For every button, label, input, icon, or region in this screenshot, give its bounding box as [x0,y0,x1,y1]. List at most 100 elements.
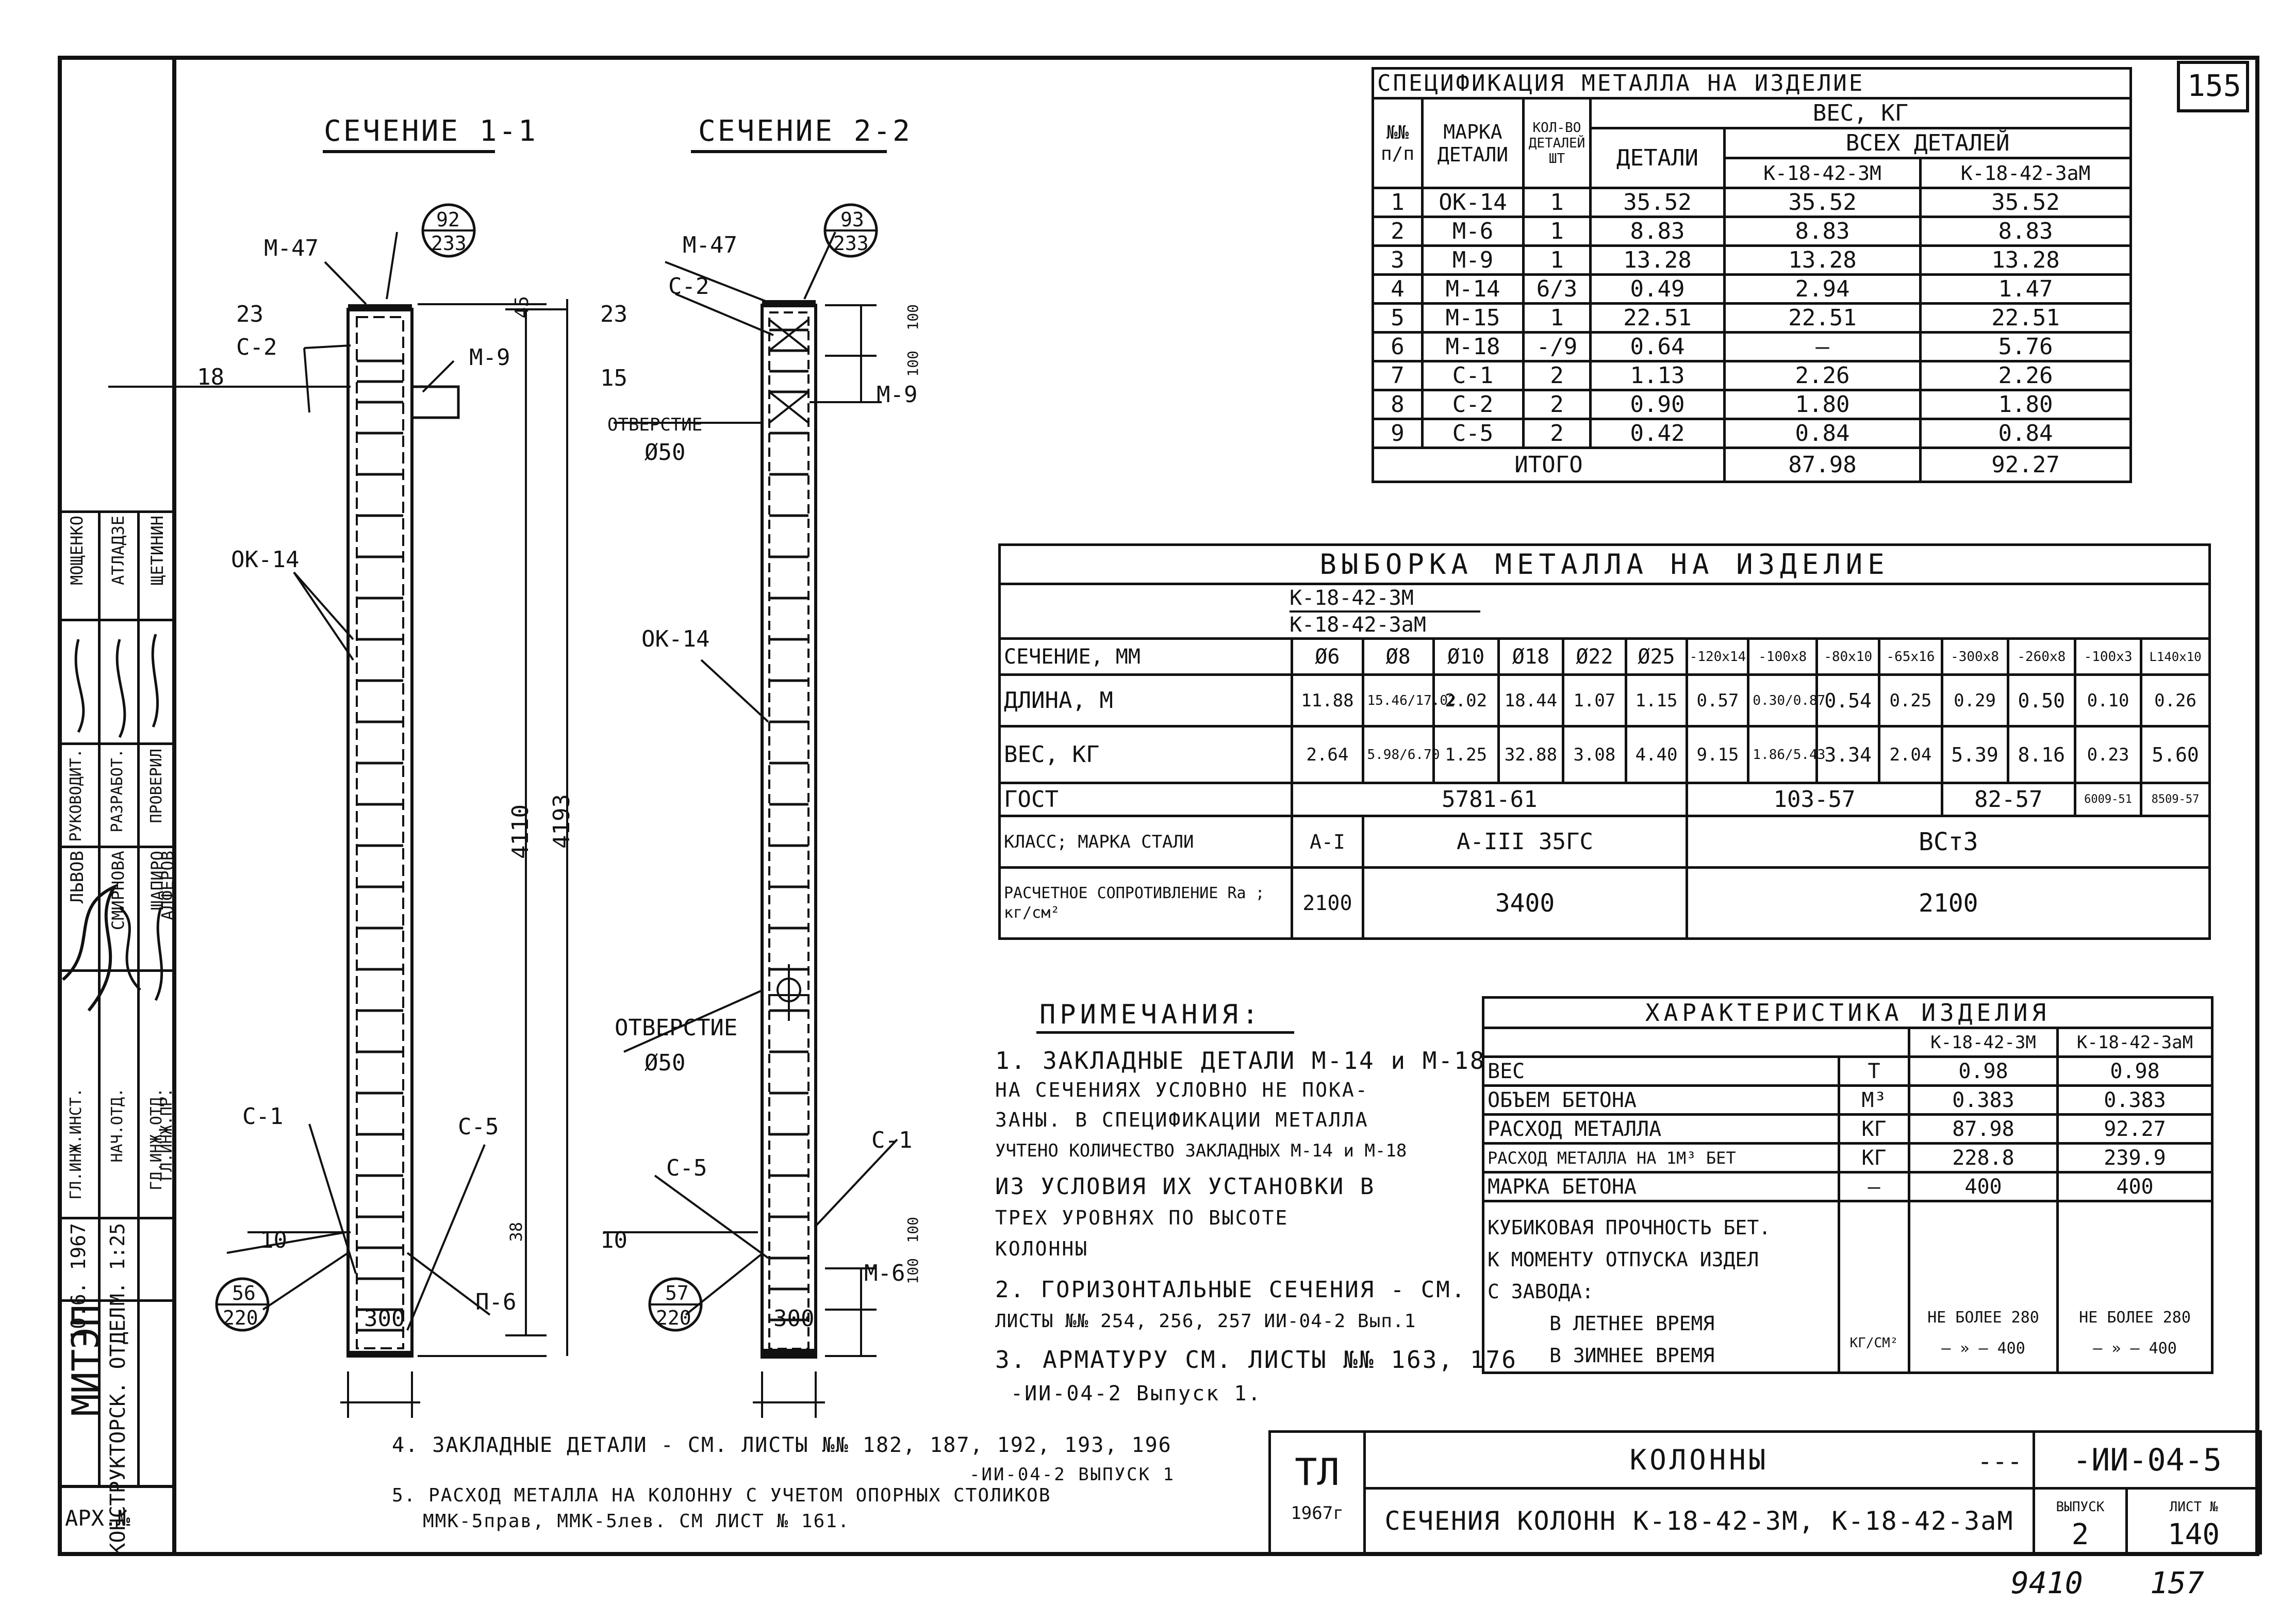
characteristic-table: ХАРАКТЕРИСТИКА ИЗДЕЛИЯ К-18-42-3М К-18-4… [1481,996,2214,1374]
vyborka-class-row: КЛАСС; МАРКА СТАЛИ А-I А-III 35ГС ВСт3 [998,815,2211,869]
s1-d45: 45 [511,296,533,319]
name-moshchenko: МОЩЕНКО [67,516,87,585]
s1-c5: С-5 [458,1114,499,1140]
s2-circle-top-den: 233 [833,232,869,255]
scale: М. 1:25 [106,1223,129,1306]
tb-sheet-label: ЛИСТ № [2169,1499,2218,1515]
page-number-box [2177,61,2249,112]
note-line-5: ИЗ УСЛОВИЯ ИХ УСТАНОВКИ В [995,1173,1376,1200]
date: 10.6. 1967 [67,1223,90,1341]
bottom-number-left: 9410 [2011,1565,2083,1600]
s2-circle-bot-den: 220 [656,1307,691,1329]
s2-m9: М-9 [877,382,918,408]
s2-hole-top-d: Ø50 [645,439,686,466]
s2-m47: М-47 [683,232,737,258]
s1-m9: М-9 [469,344,510,371]
s1-d18: 18 [197,364,224,390]
note-line-7: КОЛОННЫ [995,1237,1089,1260]
char-cube-l3: С ЗАВОДА: [1488,1280,1594,1303]
s2-m6: М-6 [864,1260,905,1286]
char-summer: В ЛЕТНЕЕ ВРЕМЯ [1549,1312,1715,1335]
notes-title: ПРИМЕЧАНИЯ: [1039,999,1263,1030]
vyborka-table: ВЫБОРКА МЕТАЛЛА НА ИЗДЕЛИЕ К-18-42-3М К-… [998,543,2211,940]
note-line-9: ЛИСТЫ №№ 254, 256, 257 ИИ-04-2 Вып.1 [995,1311,1416,1332]
sidebar-frame [58,56,176,1556]
char-v1-winter: — » — 400 [1941,1340,2025,1358]
char-unit: КГ/СМ² [1838,1200,1910,1374]
char-h-v1: К-18-42-3М [1908,1027,2059,1058]
s1-p6: П-6 [475,1289,517,1315]
signatures [62,634,163,1012]
spec-h-qty: КОЛ-ВО ДЕТАЛЕЙ ШТ [1522,97,1592,189]
spec-table: СПЕЦИФИКАЦИЯ МЕТАЛЛА НА ИЗДЕЛИЕ №№ п/п М… [1371,67,2133,483]
tb-issue: 2 [2071,1517,2089,1551]
s1-d4193: 4193 [549,794,575,849]
tb-dash: --- [1977,1447,2022,1476]
note-line-6: ТРЕХ УРОВНЯХ ПО ВЫСОТЕ [995,1206,1289,1229]
s2-hole-mid: ОТВЕРСТИЕ [615,1015,738,1041]
note-line-5a: 5. РАСХОД МЕТАЛЛА НА КОЛОННУ С УЧЕТОМ ОП… [392,1485,1051,1506]
note-line-4: УЧТЕНО КОЛИЧЕСТВО ЗАКЛАДНЫХ М-14 и М-18 [995,1140,1407,1161]
char-v1-summer: НЕ БОЛЕЕ 280 [1927,1309,2039,1327]
note-line-4a: 4. ЗАКЛАДНЫЕ ДЕТАЛИ - СМ. ЛИСТЫ №№ 182, … [392,1433,1172,1457]
note-line-10: 3. АРМАТУРУ СМ. ЛИСТЫ №№ 163, 176 [995,1346,1517,1374]
s2-circle-top-num: 93 [840,208,864,231]
tb-code: -ИИ-04-5 [2032,1430,2262,1490]
note-line-5b: ММК-5прав, ММК-5лев. СМ ЛИСТ № 161. [423,1511,850,1532]
s2-hole-mid-d: Ø50 [645,1050,686,1076]
name-shchetinin: ЩЕТИНИН [147,516,167,585]
s2-ok14: ОК-14 [641,626,710,652]
char-cube-l2: К МОМЕНТУ ОТПУСКА ИЗДЕЛ [1488,1248,1759,1271]
role-gl-inzh-pr: ГЛ.ИНЖ.ПР. [158,1088,176,1181]
s2-d100d: 100 [904,1258,921,1284]
tb-subtitle: СЕЧЕНИЯ КОЛОНН К-18-42-3М, К-18-42-3аМ [1363,1487,2035,1555]
spec-h-part: ДЕТАЛИ [1589,127,1726,189]
s2-d23: 23 [600,301,627,327]
s1-d10: 10 [260,1227,287,1253]
vyborka-title: ВЫБОРКА МЕТАЛЛА НА ИЗДЕЛИЕ [998,543,2211,585]
spec-h-v2: К-18-42-3аМ [1919,157,2133,189]
s1-circle-bot-num: 56 [232,1282,256,1304]
vyborka-sub2: К-18-42-3аМ [1290,610,1480,637]
s1-c1: С-1 [242,1103,284,1130]
s1-d23: 23 [236,301,263,327]
s1-c2: С-2 [236,334,277,360]
spec-h-mark: МАРКА ДЕТАЛИ [1421,97,1525,189]
tb-sheet: 140 [2167,1517,2220,1551]
tb-name: КОЛОННЫ [1629,1444,1769,1476]
char-v2-summer: НЕ БОЛЕЕ 280 [2079,1309,2191,1327]
bottom-number-right: 157 [2150,1565,2204,1600]
s2-d10: 10 [600,1227,627,1253]
role-gl-inzh-inst: ГЛ.ИНЖ.ИНСТ. [67,1088,85,1200]
title-block: ТЛ 1967г КОЛОННЫ --- -ИИ-04-5 СЕЧЕНИЯ КО… [1268,1430,2262,1555]
section1-title: СЕЧЕНИЕ 1-1 [324,114,538,148]
s2-d100c: 100 [904,1217,921,1243]
spec-h-weight: ВЕС, КГ [1589,97,2133,129]
tb-tl: ТЛ [1295,1450,1340,1494]
role-nach-otd: НАЧ.ОТД. [108,1088,126,1163]
name-atladze: АТЛАДЗЕ [108,516,128,585]
note-line-1: 1. ЗАКЛАДНЫЕ ДЕТАЛИ М-14 и М-18 [995,1047,1486,1075]
note-line-3: ЗАНЫ. В СПЕЦИФИКАЦИИ МЕТАЛЛА [995,1109,1369,1131]
tb-year: 1967г [1291,1502,1344,1524]
spec-h-v1: К-18-42-3М [1723,157,1922,189]
vyborka-resistance-row: РАСЧЕТНОЕ СОПРОТИВЛЕНИЕ Rа ; кг/см² 2100… [998,866,2211,940]
page-number: 155 [2187,68,2241,103]
s1-ok14: ОК-14 [231,547,300,573]
s1-m47: М-47 [264,235,319,261]
section2-drawing [603,150,898,1418]
